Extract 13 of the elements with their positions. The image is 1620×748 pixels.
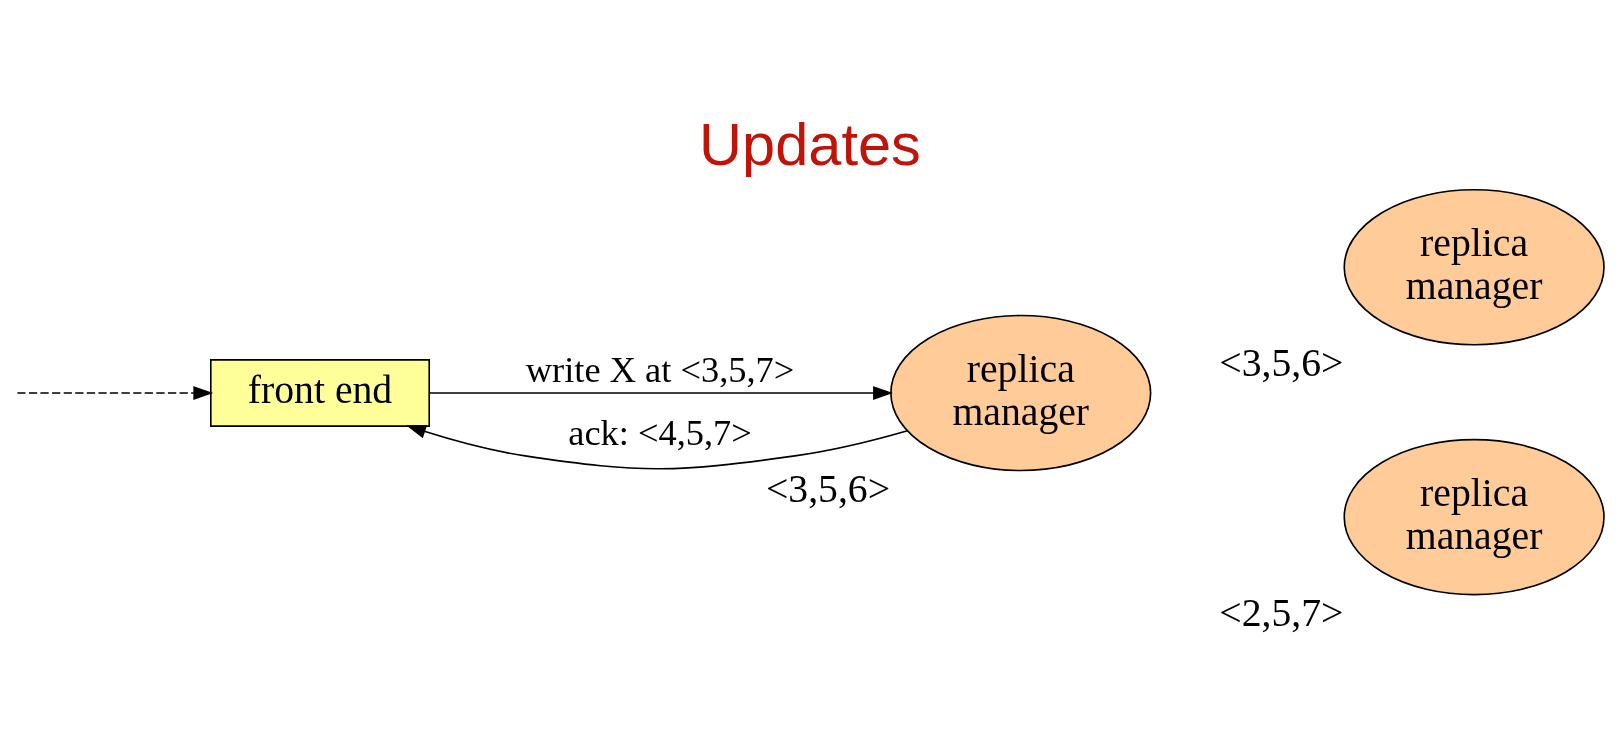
node-ellipse: replica manager	[1343, 438, 1605, 596]
node-ellipse: replica manager	[890, 314, 1152, 472]
arrow	[406, 424, 909, 470]
arrow	[16, 386, 214, 400]
node-label: <3,5,6>	[1219, 341, 1344, 386]
node-label: <3,5,6>	[765, 467, 891, 512]
edge-label: write X at <3,5,7>	[525, 350, 795, 391]
edge-label: ack: <4,5,7>	[568, 413, 752, 454]
arrow	[429, 386, 893, 400]
node-ellipse: replica manager	[1343, 188, 1605, 346]
node-label: <2,5,7>	[1219, 591, 1344, 636]
diagram-title: Updates	[699, 110, 921, 178]
node-box: front end	[209, 359, 431, 427]
